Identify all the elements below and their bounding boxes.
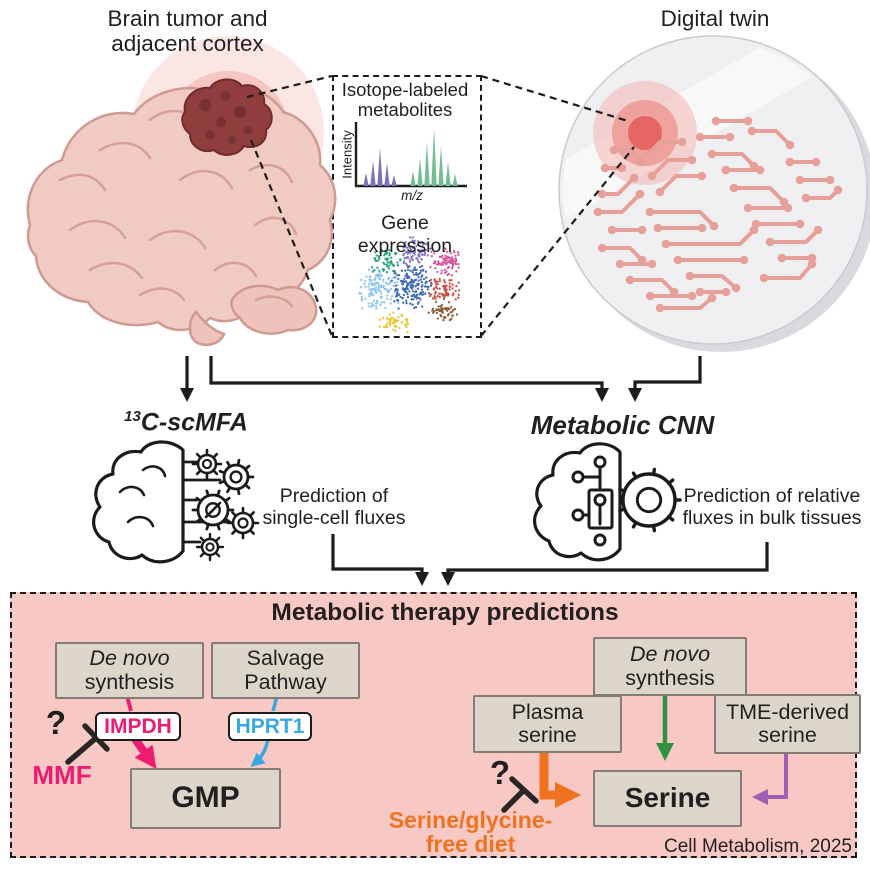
scmfa-caption: Prediction of single-cell fluxes: [262, 485, 406, 529]
spectrum-ylabel: Intensity: [339, 130, 355, 179]
digital-twin-illustration: [558, 35, 870, 352]
scmfa-label: 13C-scMFA: [124, 408, 248, 437]
brain-illustration: [26, 36, 337, 346]
mmf-label: MMF: [32, 760, 92, 790]
tumor: [181, 78, 273, 156]
gmp-box: GMP: [130, 768, 281, 829]
scmfa-brain-gears-icon: [92, 440, 260, 564]
brain-gyri: [58, 109, 298, 308]
metabolites-title: Isotope-labeled metabolites: [341, 79, 469, 121]
brain-section-title: Brain tumor and adjacent cortex: [107, 6, 268, 57]
spectrum-xlabel: m/z: [401, 188, 423, 203]
hprt1-label: HPRT1: [228, 712, 312, 741]
gmp-question-mark: ?: [45, 704, 67, 741]
circuit-brain: [593, 116, 843, 313]
diet-label: Serine/glycine- free diet: [388, 807, 553, 858]
predictions-title: Metabolic therapy predictions: [271, 599, 619, 626]
serine-question-mark: ?: [489, 754, 511, 791]
citation: Cell Metabolism, 2025: [664, 836, 852, 857]
serine-box: Serine: [593, 770, 742, 827]
digital-twin-title: Digital twin: [660, 6, 770, 31]
cnn-brain-gear-icon: [532, 442, 682, 562]
cnn-label: Metabolic CNN: [530, 410, 715, 440]
flow-arrows: [180, 356, 769, 586]
gene-expression-title: Gene expression: [357, 212, 453, 257]
impdh-label: IMPDH: [95, 712, 181, 741]
cnn-caption: Prediction of relative fluxes in bulk ti…: [682, 485, 862, 529]
